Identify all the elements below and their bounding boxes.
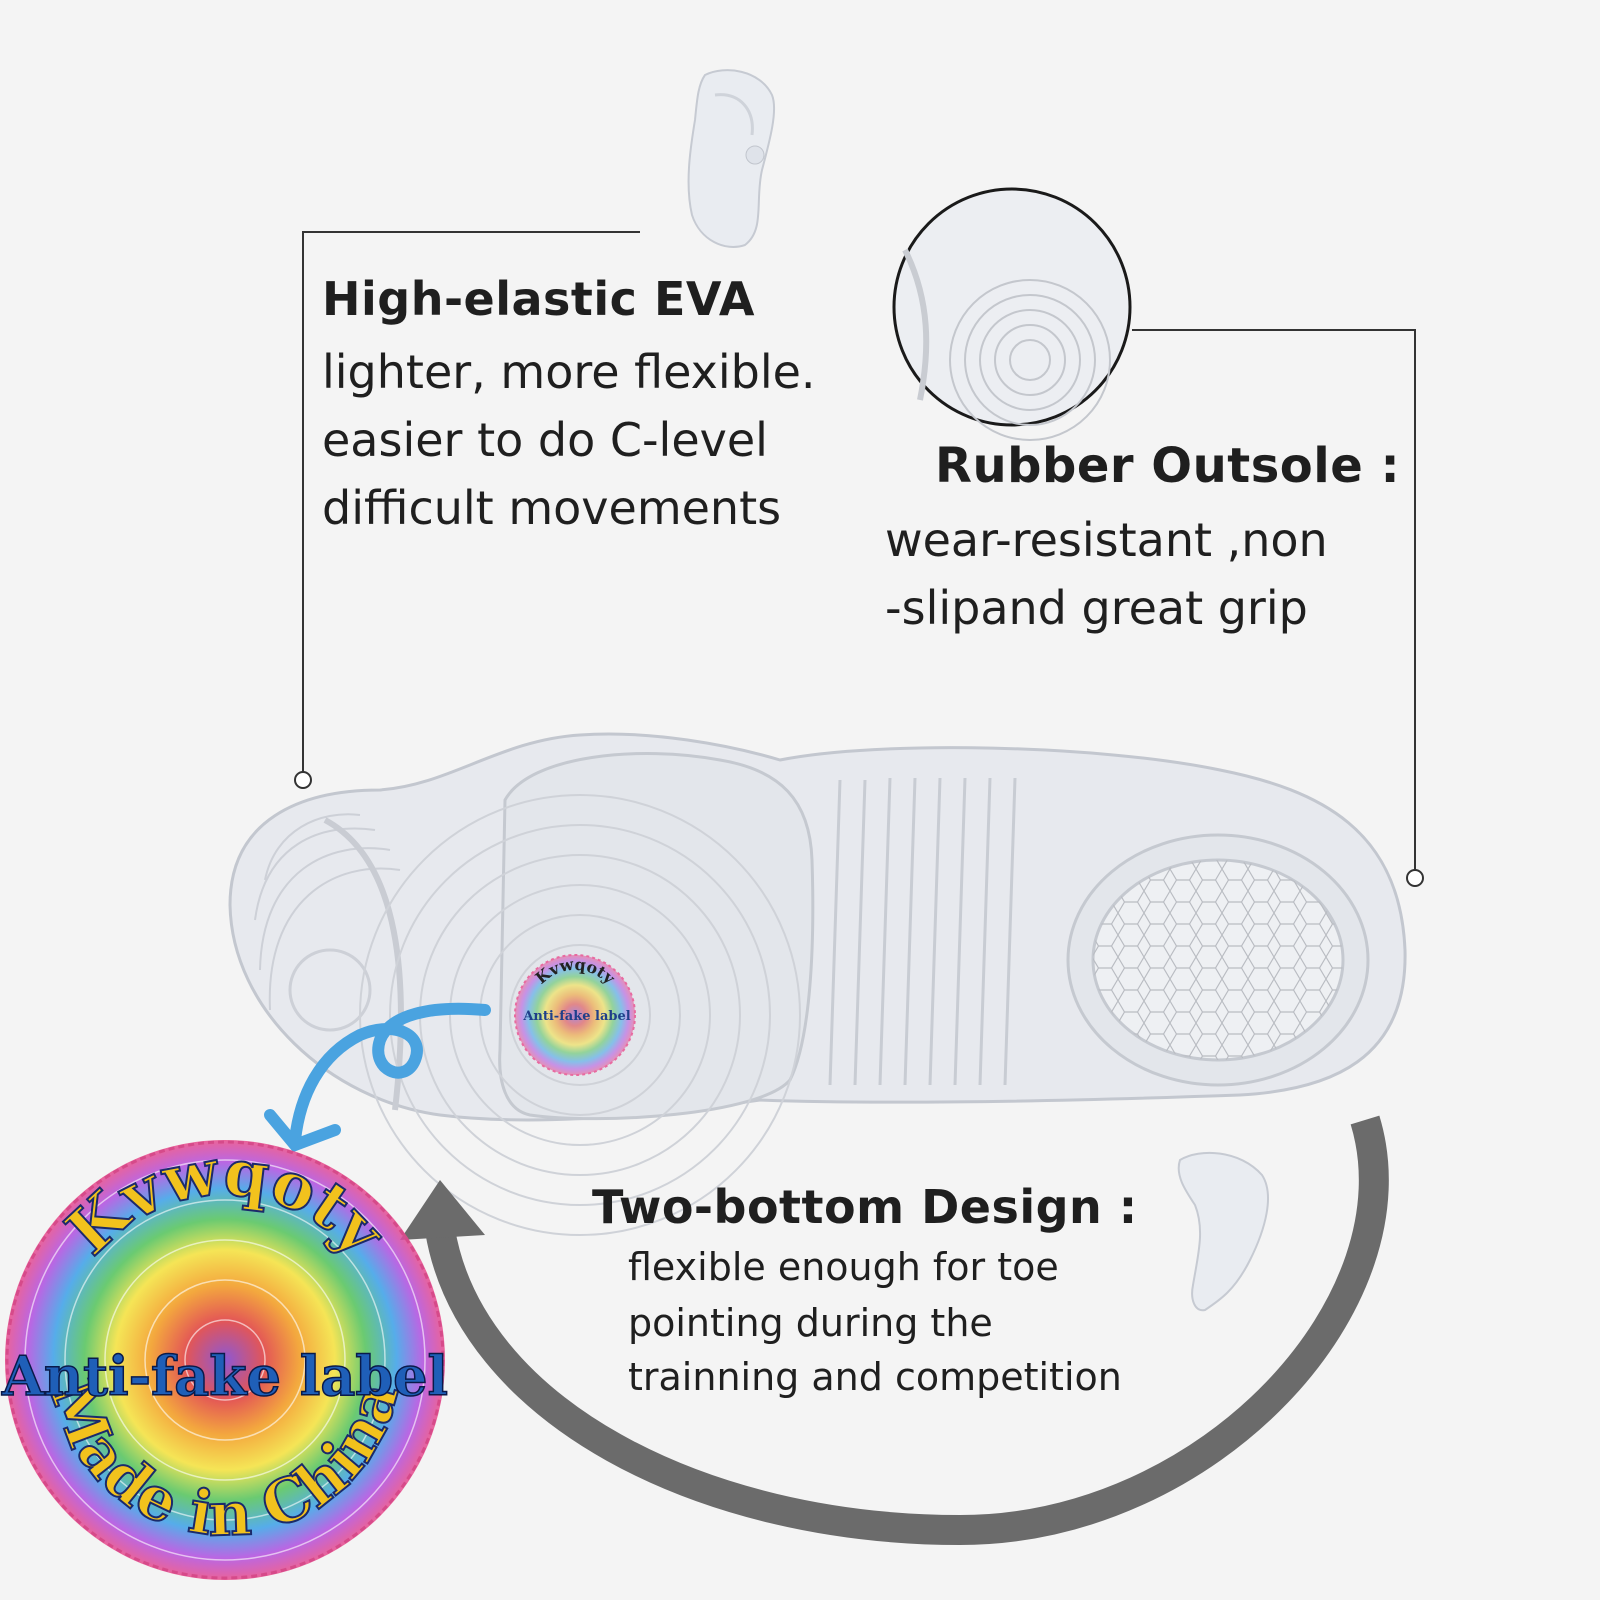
svg-text:Kvwqoty: Kvwqoty: [52, 1134, 400, 1271]
rubber-title: Rubber Outsole :: [935, 438, 1401, 494]
svg-text:Anti-fake label: Anti-fake label: [522, 1009, 630, 1024]
eva-line-3: difficult movements: [322, 481, 782, 535]
two-bottom-line-1: flexible enough for toe: [628, 1245, 1059, 1289]
rubber-callout-dot: [1406, 869, 1424, 887]
eva-callout-dot: [294, 771, 312, 789]
eva-line-2: easier to do C-level: [322, 413, 768, 467]
two-bottom-line-3: trainning and competition: [628, 1355, 1122, 1399]
rubber-line-1: wear-resistant ,non: [885, 513, 1328, 567]
rubber-line-2: -slipand great grip: [885, 581, 1308, 635]
eva-line-1: lighter, more flexible.: [322, 345, 816, 399]
anti-fake-label-small: [514, 954, 636, 1076]
gray-curved-arrow: [400, 1115, 1389, 1546]
two-bottom-title: Two-bottom Design :: [592, 1180, 1138, 1234]
two-bottom-line-2: pointing during the: [628, 1301, 993, 1345]
svg-text:Anti-fake label: Anti-fake label: [1, 1344, 448, 1408]
outsole-zoom-circle: [892, 187, 1132, 441]
anti-fake-label-large: [5, 1140, 445, 1580]
eva-callout-line: [302, 231, 640, 775]
rubber-callout-line: [1132, 329, 1416, 870]
eva-title: High-elastic EVA: [322, 272, 755, 326]
shoe-side-thumbnail-bottom: [1177, 1151, 1269, 1312]
blue-arrow: [264, 1002, 491, 1153]
svg-text:Kvwqoty: Kvwqoty: [532, 954, 620, 988]
shoe-side-thumbnail-top: [687, 69, 776, 248]
